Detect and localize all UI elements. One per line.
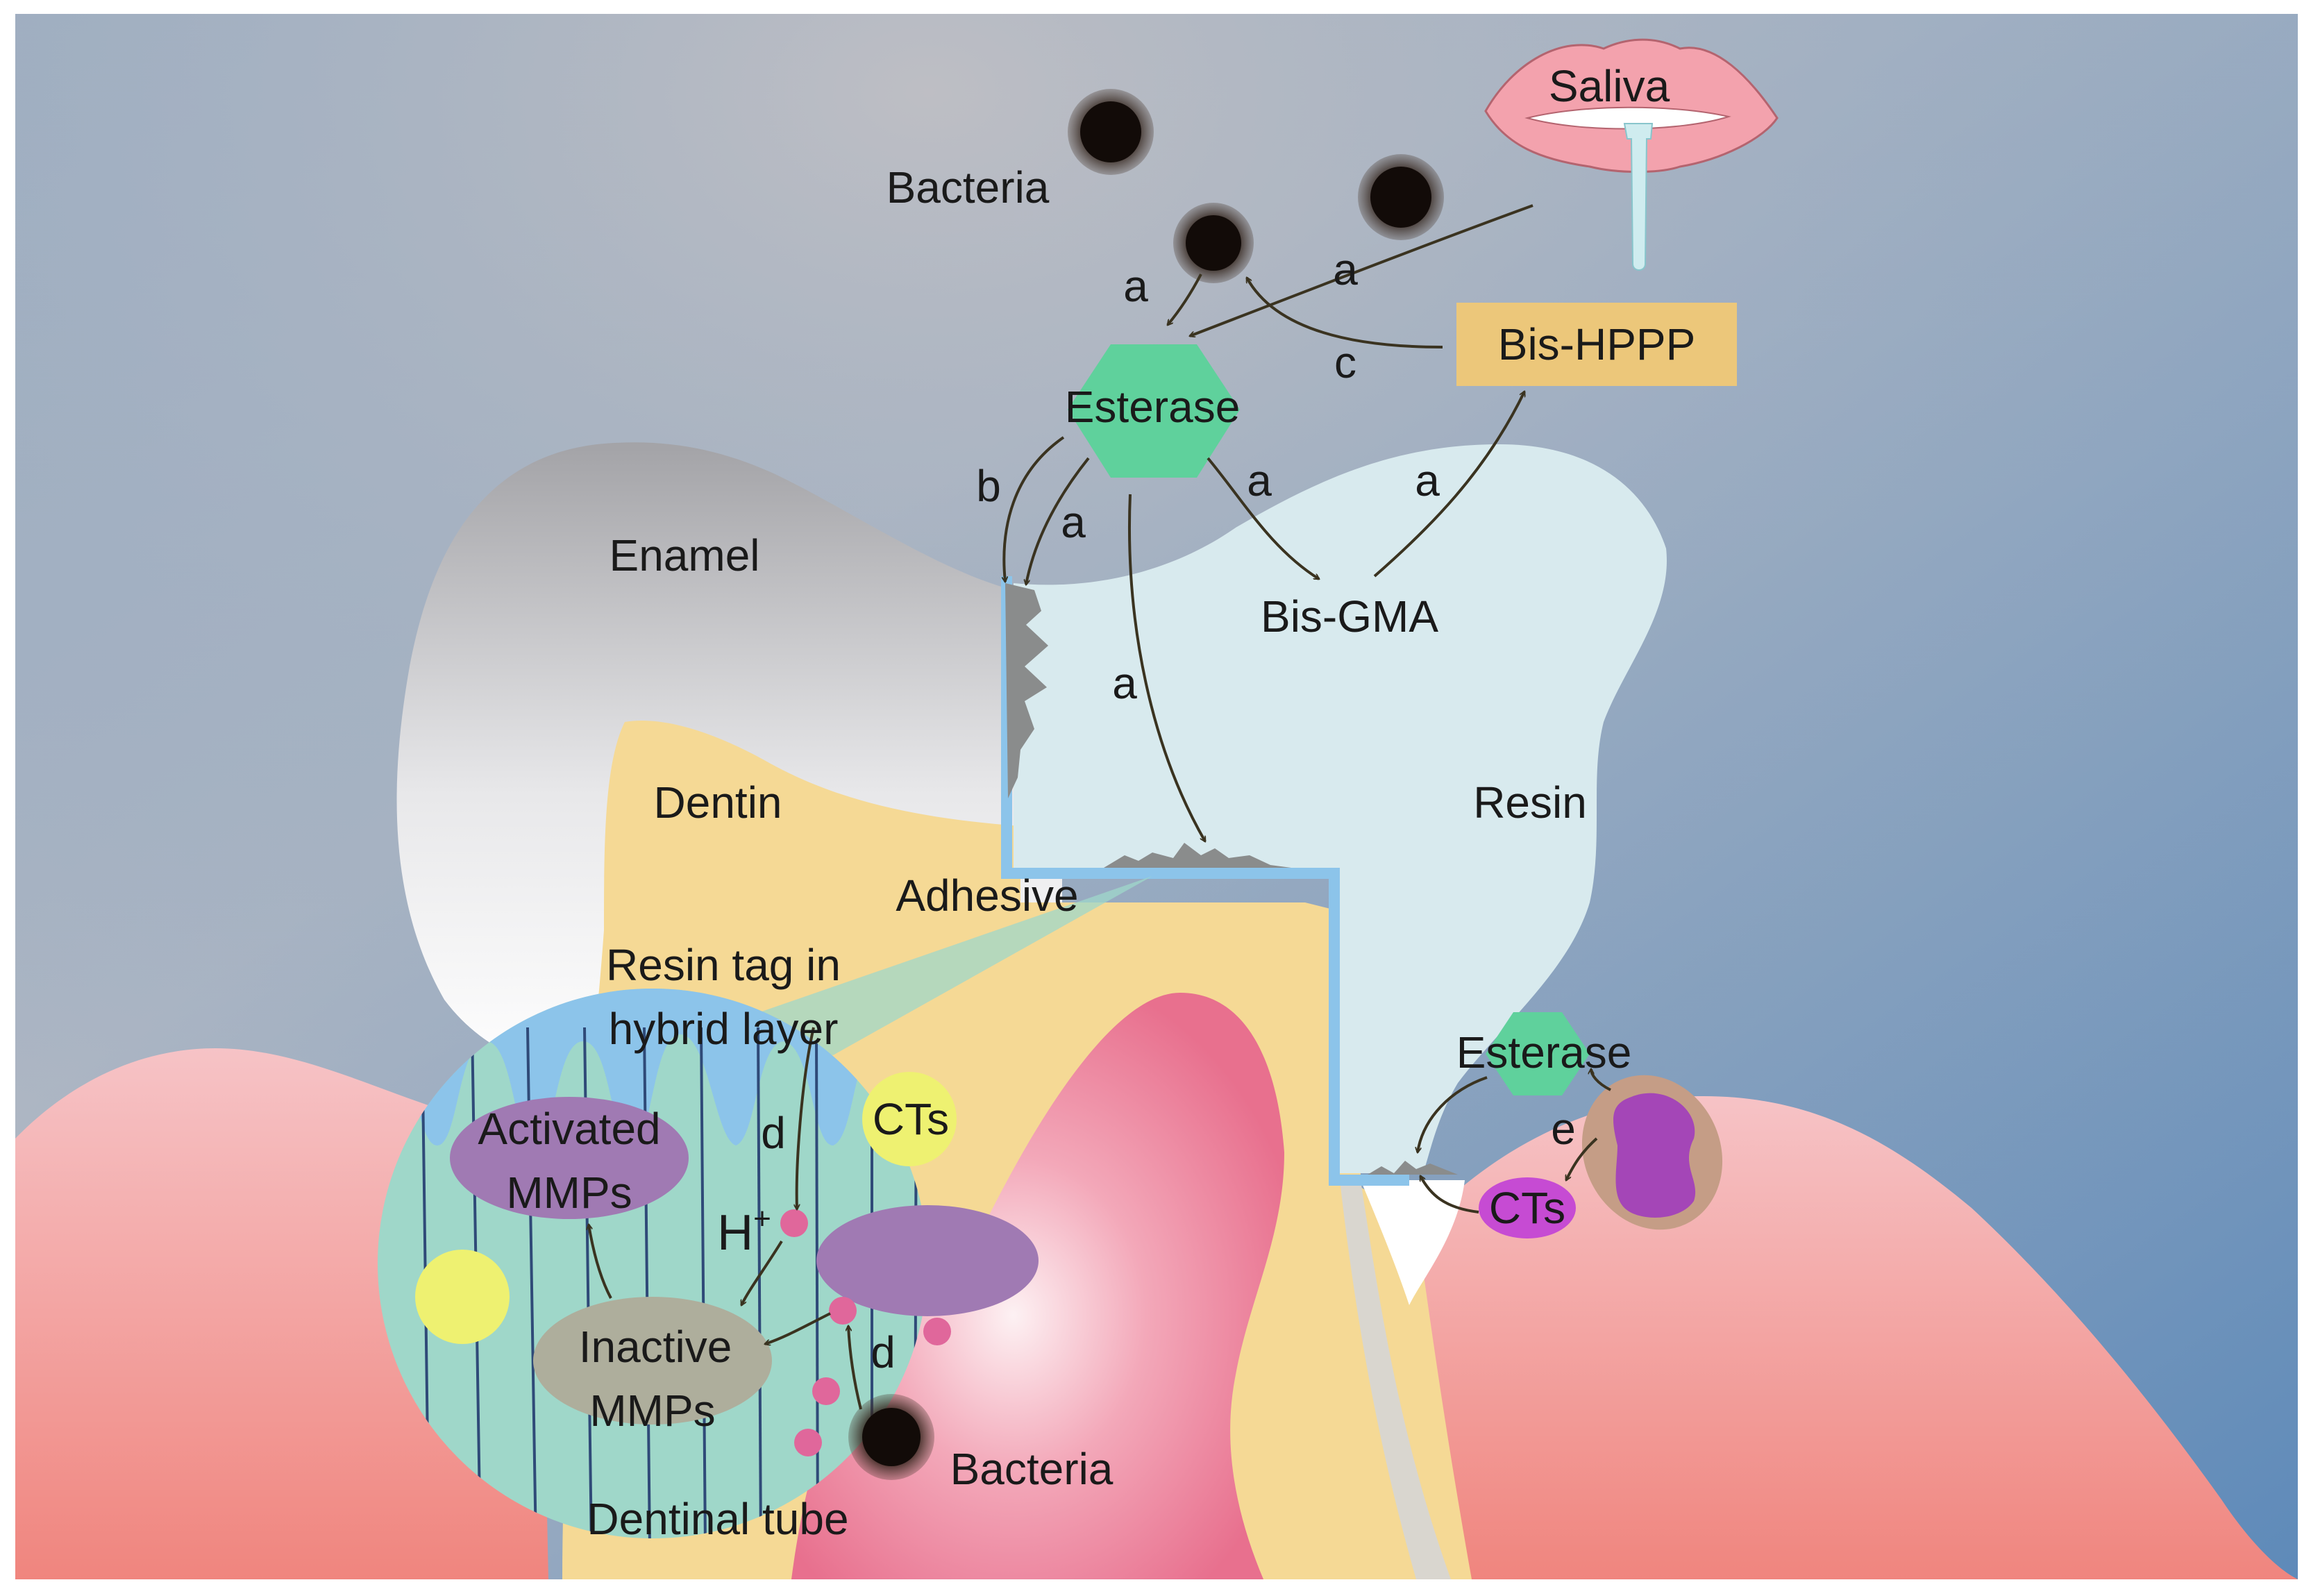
bacteria-label-bottom: Bacteria [950, 1444, 1114, 1494]
arrow-label-d: d [871, 1327, 896, 1377]
h-plus-superscript: + [753, 1202, 771, 1236]
arrow-label-a: a [1112, 658, 1137, 708]
cts-inset-label: CTs [873, 1094, 949, 1144]
arrow-cell-to-esterase [1591, 1069, 1611, 1091]
arrow-esterase-b [1004, 436, 1065, 582]
mmp-ellipse-right [816, 1205, 1039, 1316]
bacteria-label-top: Bacteria [886, 162, 1050, 212]
arrow-label-d: d [761, 1108, 786, 1158]
saliva-label: Saliva [1549, 61, 1670, 111]
arrow-label-a: a [1123, 261, 1148, 311]
dentinal-tube-label: Dentinal tube [587, 1494, 848, 1544]
saliva-lips-icon [1484, 38, 1779, 271]
resin-tag-label-line1: Resin tag in [606, 940, 841, 990]
gum-right [1388, 1096, 2298, 1579]
cts-right-ellipse [1479, 1177, 1576, 1238]
immune-cell-nucleus [1613, 1093, 1696, 1218]
yellow-circle [415, 1250, 510, 1344]
bacteria-icon [848, 1394, 934, 1480]
h-plus-base: H [717, 1205, 753, 1261]
inactive-mmps-label-line2: MMPs [589, 1386, 715, 1436]
esterase-label-right: Esterase [1456, 1027, 1632, 1077]
root-gap [1361, 1180, 1465, 1305]
activated-mmps-label-line2: MMPs [506, 1168, 632, 1218]
arrow-label-a: a [1061, 497, 1086, 547]
arrow-saliva-to-esterase [1190, 204, 1533, 336]
arrow-bacteria-to-esterase [1168, 274, 1202, 325]
inactive-mmps-label-line1: Inactive [579, 1322, 732, 1372]
arrow-h-to-inactive [740, 1240, 783, 1305]
h-plus-label: H+ [717, 1202, 771, 1261]
arrow-label-a: a [1247, 455, 1272, 505]
arrow-dots-to-inactive [765, 1312, 831, 1344]
arrow-bishppp-to-bacteria [1245, 278, 1443, 348]
inset-connector [736, 876, 1152, 1055]
resin-tag-label-line2: hybrid layer [609, 1004, 839, 1054]
arrow-label-a: a [1415, 455, 1440, 505]
esterase-label-top: Esterase [1065, 382, 1241, 432]
arrow-esterase-to-bisgma [1207, 457, 1319, 580]
degradation-right [1368, 1161, 1458, 1175]
resin [1014, 444, 1667, 1173]
arrow-label-b: b [976, 461, 1001, 511]
arrow-label-a: a [1333, 244, 1358, 294]
bis-hppp-box [1456, 303, 1737, 386]
bis-gma-label: Bis-GMA [1261, 591, 1438, 641]
esterase-hexagon [1068, 344, 1240, 478]
h-plus-dots [780, 1209, 951, 1456]
cts-right-label: CTs [1489, 1183, 1565, 1233]
esterase-right-hexagon [1486, 1012, 1590, 1095]
activated-mmps-ellipse [450, 1097, 689, 1219]
bacteria-icon [1173, 203, 1254, 283]
arrow-cts-to-degradation [1419, 1176, 1479, 1213]
arrow-resin-tag-d [797, 1027, 815, 1209]
arrow-bisgma-to-bishppp [1373, 392, 1526, 578]
bacteria-icon [1358, 154, 1444, 240]
bacteria-icon [1068, 89, 1154, 175]
arrow-inactive-to-activated [589, 1225, 612, 1299]
degradation-floor [1104, 843, 1291, 868]
arrow-bacteria-d [848, 1326, 862, 1410]
root-edge [1340, 1180, 1451, 1579]
bis-hppp-label: Bis-HPPP [1498, 319, 1696, 369]
arrow-esterase-right-to-degradation [1418, 1076, 1488, 1152]
arrow-cell-to-cts [1565, 1137, 1598, 1180]
arrow-label-e: e [1551, 1104, 1576, 1154]
resin-label: Resin [1473, 778, 1587, 828]
activated-mmps-label-line1: Activated [478, 1104, 660, 1154]
cts-inset-circle [862, 1072, 957, 1166]
degradation-vertical [1005, 583, 1048, 798]
dentin-label: Dentin [654, 778, 782, 828]
adhesive-label: Adhesive [896, 871, 1078, 921]
arrow-esterase-a-interface [1026, 457, 1090, 585]
inactive-mmps-ellipse [533, 1297, 772, 1425]
enamel-label: Enamel [610, 530, 760, 580]
arrow-esterase-to-adhesive [1127, 494, 1207, 841]
arrow-label-c: c [1334, 337, 1356, 387]
